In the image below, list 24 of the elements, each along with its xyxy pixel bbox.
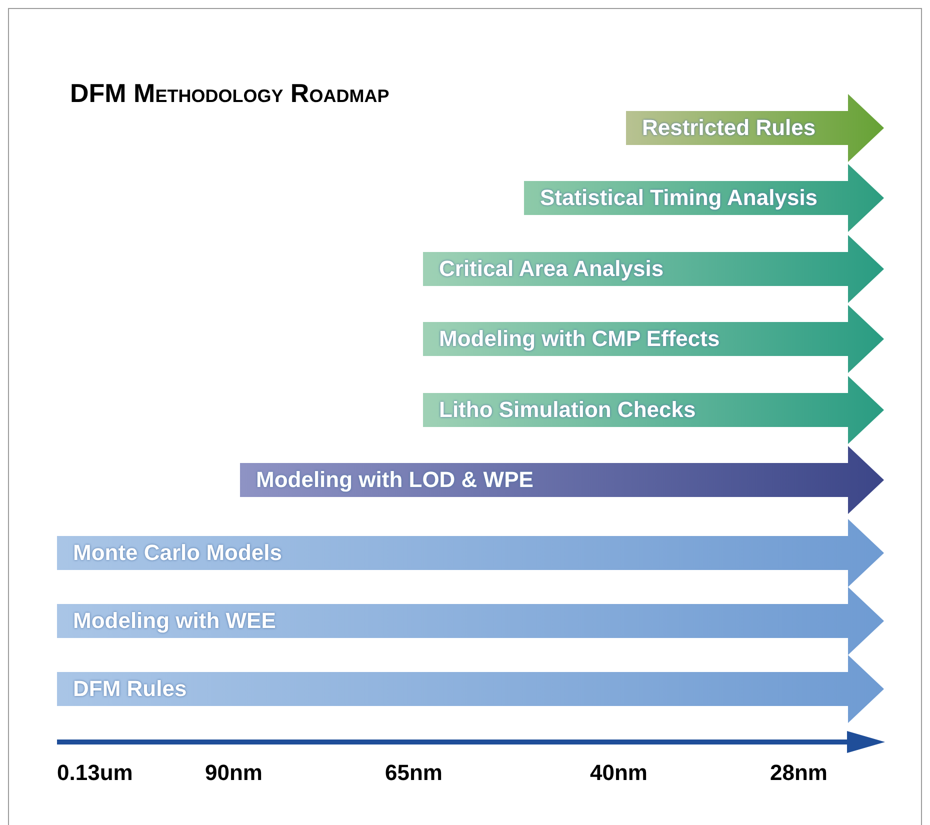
arrow-label: Critical Area Analysis xyxy=(439,255,664,283)
arrow-label: DFM Rules xyxy=(73,675,187,703)
arrow-label: Modeling with WEE xyxy=(73,607,276,635)
arrow-label: Modeling with CMP Effects xyxy=(439,325,720,353)
tick-label: 0.13um xyxy=(57,759,133,787)
tick-label: 40nm xyxy=(590,759,648,787)
tick-label: 90nm xyxy=(205,759,262,787)
arrow-shape xyxy=(57,655,884,723)
tick-label: 65nm xyxy=(385,759,442,787)
arrow-label: Litho Simulation Checks xyxy=(439,396,696,424)
arrow-shape xyxy=(423,235,884,303)
arrow-label: Modeling with LOD & WPE xyxy=(256,466,534,494)
arrow-shape xyxy=(57,519,884,587)
arrow-label: Statistical Timing Analysis xyxy=(540,184,818,212)
arrow-shape xyxy=(240,446,884,514)
diagram-title: DFM Methodology Roadmap xyxy=(70,77,390,110)
arrow-shape xyxy=(524,164,884,232)
arrow-shape xyxy=(57,587,884,655)
arrow-shape xyxy=(626,94,884,162)
tick-label: 28nm xyxy=(770,759,828,787)
arrow-label: Restricted Rules xyxy=(642,114,816,142)
arrow-label: Monte Carlo Models xyxy=(73,539,282,567)
arrow-shape xyxy=(423,305,884,373)
arrow-shape xyxy=(423,376,884,444)
